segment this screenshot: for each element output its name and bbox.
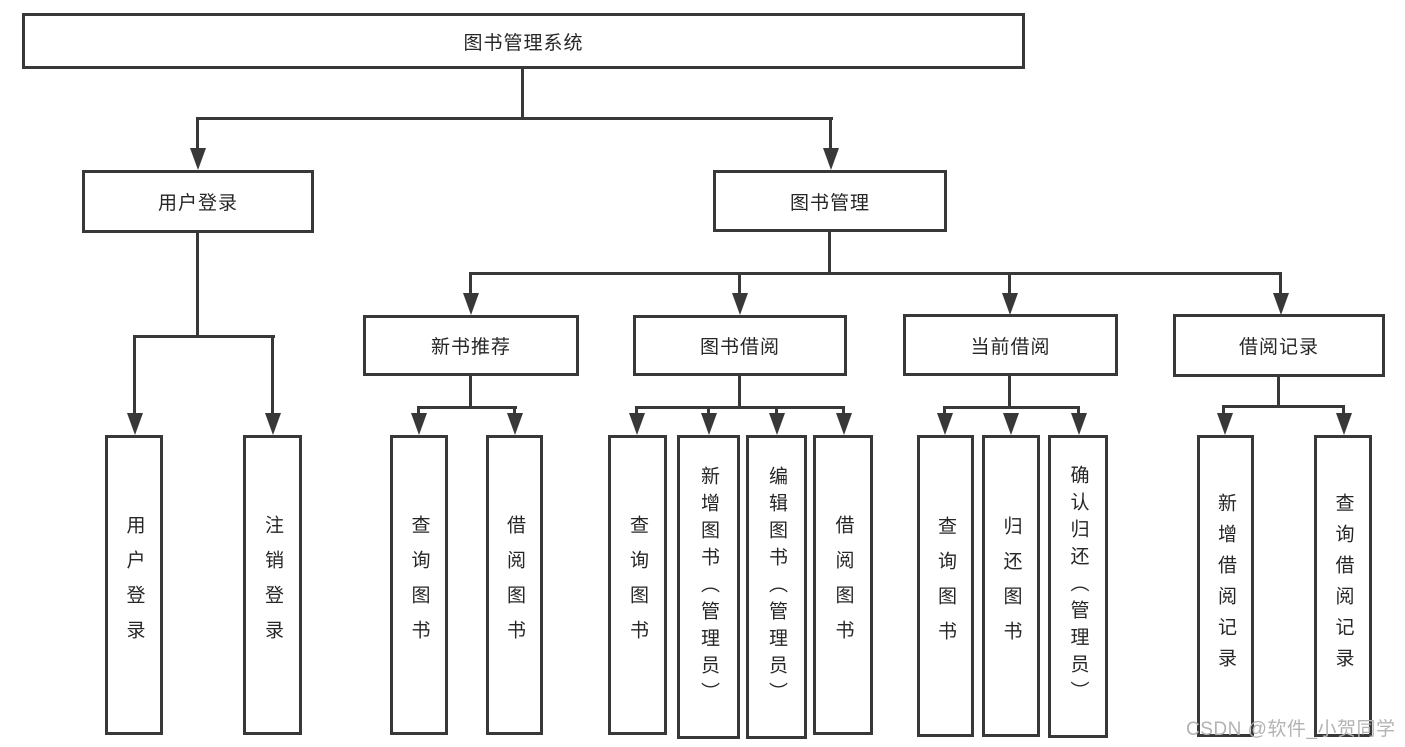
connector-bar (417, 406, 517, 409)
node-leaf-query-borrow-record: 查询借阅记录 (1314, 435, 1372, 737)
arrow-down-icon (1002, 293, 1018, 315)
node-label: 编辑图书（管理员） (766, 465, 787, 709)
node-label: 查询图书 (627, 515, 648, 655)
connector-drop (775, 406, 778, 416)
node-user-login: 用户登录 (82, 170, 314, 233)
node-leaf-query-book-1: 查询图书 (390, 435, 448, 735)
connector-drop (469, 272, 472, 297)
node-leaf-borrow-book-1: 借阅图书 (486, 435, 543, 735)
connector-bar (133, 335, 275, 338)
connector-stem (1277, 377, 1280, 408)
connector-stem (1008, 376, 1011, 409)
connector-drop (133, 335, 136, 418)
arrow-down-icon (127, 413, 143, 435)
node-leaf-return-book: 归还图书 (982, 435, 1040, 737)
arrow-down-icon (411, 413, 427, 435)
node-book-borrow: 图书借阅 (633, 315, 847, 376)
arrow-down-icon (836, 413, 852, 435)
node-leaf-user-login: 用户登录 (105, 435, 163, 735)
connector-drop (829, 117, 832, 151)
connector-drop (1222, 405, 1225, 416)
arrow-down-icon (732, 293, 748, 315)
connector-bar (943, 406, 1080, 409)
connector-drop (417, 406, 420, 416)
node-leaf-query-book-2: 查询图书 (608, 435, 667, 735)
connector-stem (828, 232, 831, 275)
node-label: 借阅图书 (504, 515, 525, 655)
arrow-down-icon (507, 413, 523, 435)
connector-stem (196, 233, 199, 338)
node-leaf-add-borrow-record: 新增借阅记录 (1197, 435, 1254, 737)
node-library-management-system: 图书管理系统 (22, 13, 1025, 69)
node-label: 当前借阅 (970, 336, 1051, 358)
arrow-down-icon (629, 413, 645, 435)
connector-drop (842, 406, 845, 416)
connector-stem (469, 376, 472, 409)
node-label: 借阅图书 (832, 515, 854, 655)
node-label: 用户登录 (123, 515, 145, 655)
connector-root-stem (521, 69, 524, 118)
arrow-down-icon (190, 148, 206, 170)
arrow-down-icon (1217, 413, 1233, 435)
connector-drop (1077, 406, 1080, 416)
node-label: 新书推荐 (430, 337, 511, 358)
connector-bar (469, 272, 1282, 275)
connector-bar (1222, 405, 1345, 408)
arrow-down-icon (1003, 413, 1019, 435)
connector-drop (271, 335, 274, 418)
connector-drop (196, 117, 199, 151)
csdn-watermark: CSDN @软件_小贺同学 (1186, 719, 1396, 740)
connector-root-bar (196, 117, 833, 120)
node-label: 确认归还（管理员） (1067, 465, 1089, 708)
arrow-down-icon (1336, 413, 1352, 435)
node-label: 查询借阅记录 (1332, 493, 1354, 679)
node-leaf-confirm-return-admin: 确认归还（管理员） (1048, 435, 1108, 738)
connector-drop (513, 406, 516, 416)
node-book-management: 图书管理 (713, 170, 947, 232)
arrow-down-icon (769, 413, 785, 435)
arrow-down-icon (701, 413, 717, 435)
node-borrow-record: 借阅记录 (1173, 314, 1385, 377)
arrow-down-icon (463, 293, 479, 315)
connector-drop (1008, 272, 1011, 297)
node-label: 用户登录 (157, 193, 238, 214)
connector-drop (1342, 405, 1345, 416)
connector-bar (635, 406, 845, 409)
node-label: 查询图书 (935, 516, 956, 656)
connector-drop (738, 272, 741, 297)
connector-drop (635, 406, 638, 416)
connector-stem (738, 376, 741, 409)
node-label: 借阅记录 (1238, 337, 1319, 358)
node-current-borrow: 当前借阅 (903, 314, 1118, 376)
connector-drop (943, 406, 946, 416)
arrow-down-icon (265, 413, 281, 435)
arrow-down-icon (937, 413, 953, 435)
node-label: 图书管理系统 (463, 32, 584, 54)
node-label: 新增借阅记录 (1215, 493, 1236, 679)
node-label: 注销登录 (262, 515, 283, 655)
arrow-down-icon (1071, 413, 1087, 435)
node-leaf-add-book-admin: 新增图书（管理员） (677, 435, 740, 739)
arrow-down-icon (1273, 293, 1289, 315)
node-leaf-query-book-3: 查询图书 (917, 435, 974, 737)
node-leaf-logout: 注销登录 (243, 435, 302, 735)
node-label: 图书管理 (789, 192, 870, 214)
node-label: 图书借阅 (699, 337, 780, 358)
node-label: 新增图书（管理员） (698, 465, 719, 709)
node-label: 归还图书 (1000, 516, 1022, 656)
node-leaf-edit-book-admin: 编辑图书（管理员） (746, 435, 807, 739)
node-label: 查询图书 (408, 515, 430, 655)
node-new-book-recommend: 新书推荐 (363, 315, 579, 376)
node-leaf-borrow-book-2: 借阅图书 (813, 435, 873, 735)
arrow-down-icon (823, 148, 839, 170)
connector-drop (1279, 272, 1282, 297)
connector-drop (707, 406, 710, 416)
